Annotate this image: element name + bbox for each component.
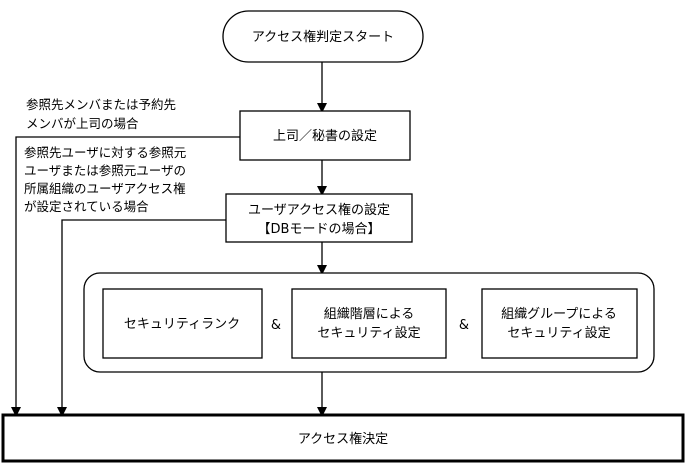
start-label: アクセス権判定スタート (252, 29, 394, 45)
user-access-label-line1: ユーザアクセス権の設定 (248, 202, 390, 218)
connectors (11, 62, 327, 417)
decision-label: アクセス権決定 (298, 431, 388, 447)
and-operator-1: & (271, 318, 281, 333)
condition-useraccess-line1: 参照先ユーザに対する参照元 (24, 145, 186, 160)
boss-secretary-node: 上司／秘書の設定 (239, 110, 411, 161)
security-group: セキュリティランク & 組織階層による セキュリティ設定 & 組織グループによる… (83, 272, 655, 373)
user-access-node: ユーザアクセス権の設定 【DBモードの場合】 (225, 193, 413, 243)
org-group-node: 組織グループによる セキュリティ設定 (481, 288, 638, 359)
org-group-label-line2: セキュリティ設定 (507, 325, 610, 341)
bypass-arrow-useraccess (57, 219, 226, 417)
condition-useraccess-line3: 所属組織のユーザアクセス権 (24, 181, 186, 196)
condition-boss-line1: 参照先メンバまたは予約先 (26, 97, 176, 112)
bypass-arrow-boss (11, 136, 240, 417)
and-operator-2: & (459, 318, 469, 333)
condition-useraccess-line4: が設定されている場合 (24, 199, 149, 214)
condition-annotation-useraccess: 参照先ユーザに対する参照元 ユーザまたは参照元ユーザの 所属組織のユーザアクセス… (24, 145, 186, 214)
org-level-label-line2: セキュリティ設定 (317, 325, 420, 341)
condition-useraccess-line2: ユーザまたは参照元ユーザの (24, 163, 186, 178)
security-rank-node: セキュリティランク (102, 288, 263, 359)
decision-node: アクセス権決定 (1, 413, 685, 463)
org-level-label-line1: 組織階層による (324, 307, 415, 322)
condition-annotation-boss: 参照先メンバまたは予約先 メンバが上司の場合 (26, 97, 176, 131)
start-node: アクセス権判定スタート (222, 10, 424, 63)
condition-boss-line2: メンバが上司の場合 (26, 116, 139, 131)
org-level-node: 組織階層による セキュリティ設定 (291, 288, 447, 359)
org-group-label-line1: 組織グループによる (501, 307, 617, 322)
user-access-label-line2: 【DBモードの場合】 (258, 222, 381, 237)
boss-secretary-label: 上司／秘書の設定 (273, 128, 377, 144)
security-rank-label: セキュリティランク (124, 317, 240, 332)
